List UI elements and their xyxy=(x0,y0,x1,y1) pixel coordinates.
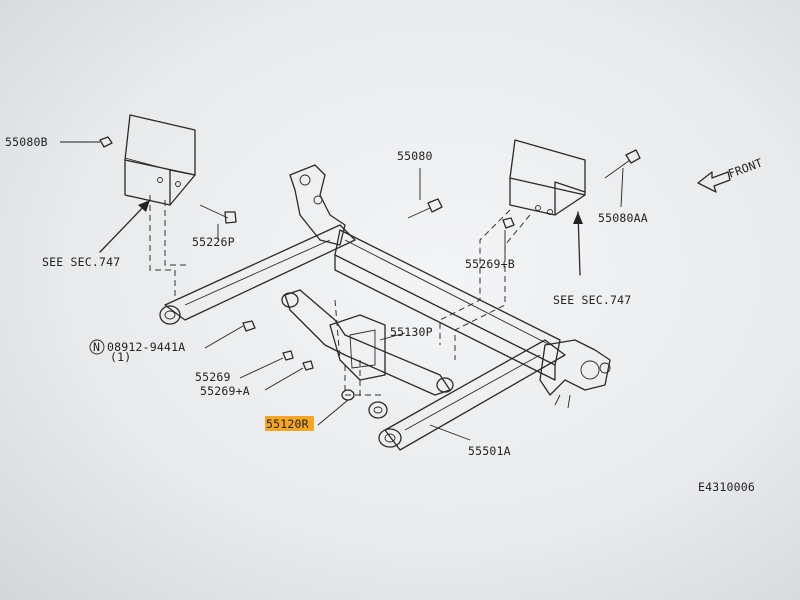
label-55269b: 55269+B xyxy=(465,257,515,271)
label-08912: 08912-9441A xyxy=(107,340,185,354)
bushing-55120r xyxy=(341,389,388,419)
nut-55269 xyxy=(282,350,294,361)
lower-link xyxy=(281,289,454,396)
arrow-right-see-sec xyxy=(573,211,583,276)
highlight-55120r xyxy=(265,416,314,431)
label-see-sec-right: SEE SEC.747 xyxy=(553,293,631,307)
figure-code: E4310006 xyxy=(698,480,755,494)
left-body-rail xyxy=(124,114,196,206)
bolt-55080b xyxy=(99,136,113,148)
nut-55269b xyxy=(502,217,515,229)
bolt-55226p xyxy=(199,204,237,224)
bolt-55080 xyxy=(407,198,443,219)
label-55269: 55269 xyxy=(195,370,231,384)
label-08912-prefix: N xyxy=(93,340,100,354)
nut-08912 xyxy=(242,320,256,332)
right-body-rail xyxy=(509,139,586,216)
nut-55269a xyxy=(302,360,314,371)
label-see-sec-left: SEE SEC.747 xyxy=(42,255,120,269)
left-trailing-arm xyxy=(159,164,356,325)
cross-member xyxy=(334,229,561,381)
label-55120r: 55120R xyxy=(266,417,309,431)
label-55226p: 55226P xyxy=(192,235,235,249)
leader-lines xyxy=(60,141,624,441)
arrow-left-see-sec xyxy=(99,199,151,253)
label-55501a: 55501A xyxy=(468,444,511,458)
bolt-55080aa xyxy=(604,149,641,179)
circled-n-icon xyxy=(89,339,105,355)
label-55269a: 55269+A xyxy=(200,384,250,398)
label-front: FRONT xyxy=(726,155,764,180)
label-55080: 55080 xyxy=(397,149,433,163)
right-trailing-arm xyxy=(378,339,611,451)
label-08912-qty: (1) xyxy=(110,350,131,364)
label-55080b: 55080B xyxy=(5,135,48,149)
label-55130p: 55130P xyxy=(390,325,433,339)
front-arrow-icon xyxy=(697,171,731,193)
label-55080aa: 55080AA xyxy=(598,211,648,225)
